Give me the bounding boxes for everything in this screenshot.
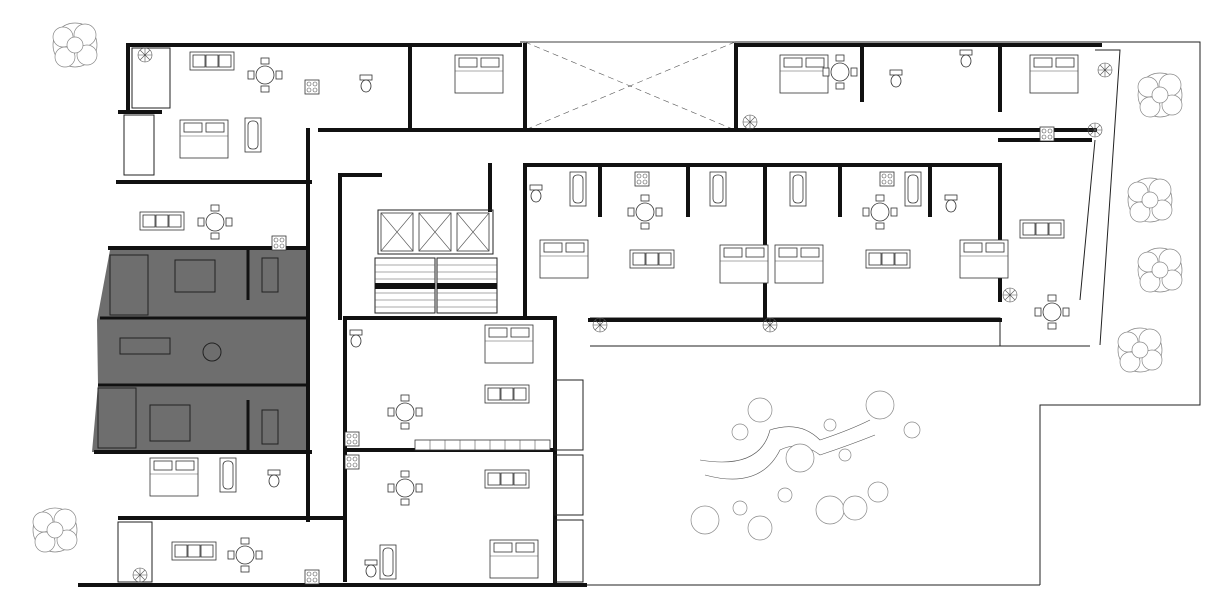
dining-table-icon (197, 54, 1070, 573)
circulation-core (374, 209, 498, 314)
open-courtyard-void (524, 41, 736, 131)
stair-icon (374, 257, 498, 314)
kitchen-counter (414, 439, 551, 451)
highlighted-apartment (92, 250, 308, 452)
elevator-icon (380, 212, 490, 252)
stove-icon (271, 79, 1055, 585)
east-terrace (588, 49, 1121, 346)
garden-landscape (690, 390, 921, 541)
west-balconies (97, 47, 584, 583)
